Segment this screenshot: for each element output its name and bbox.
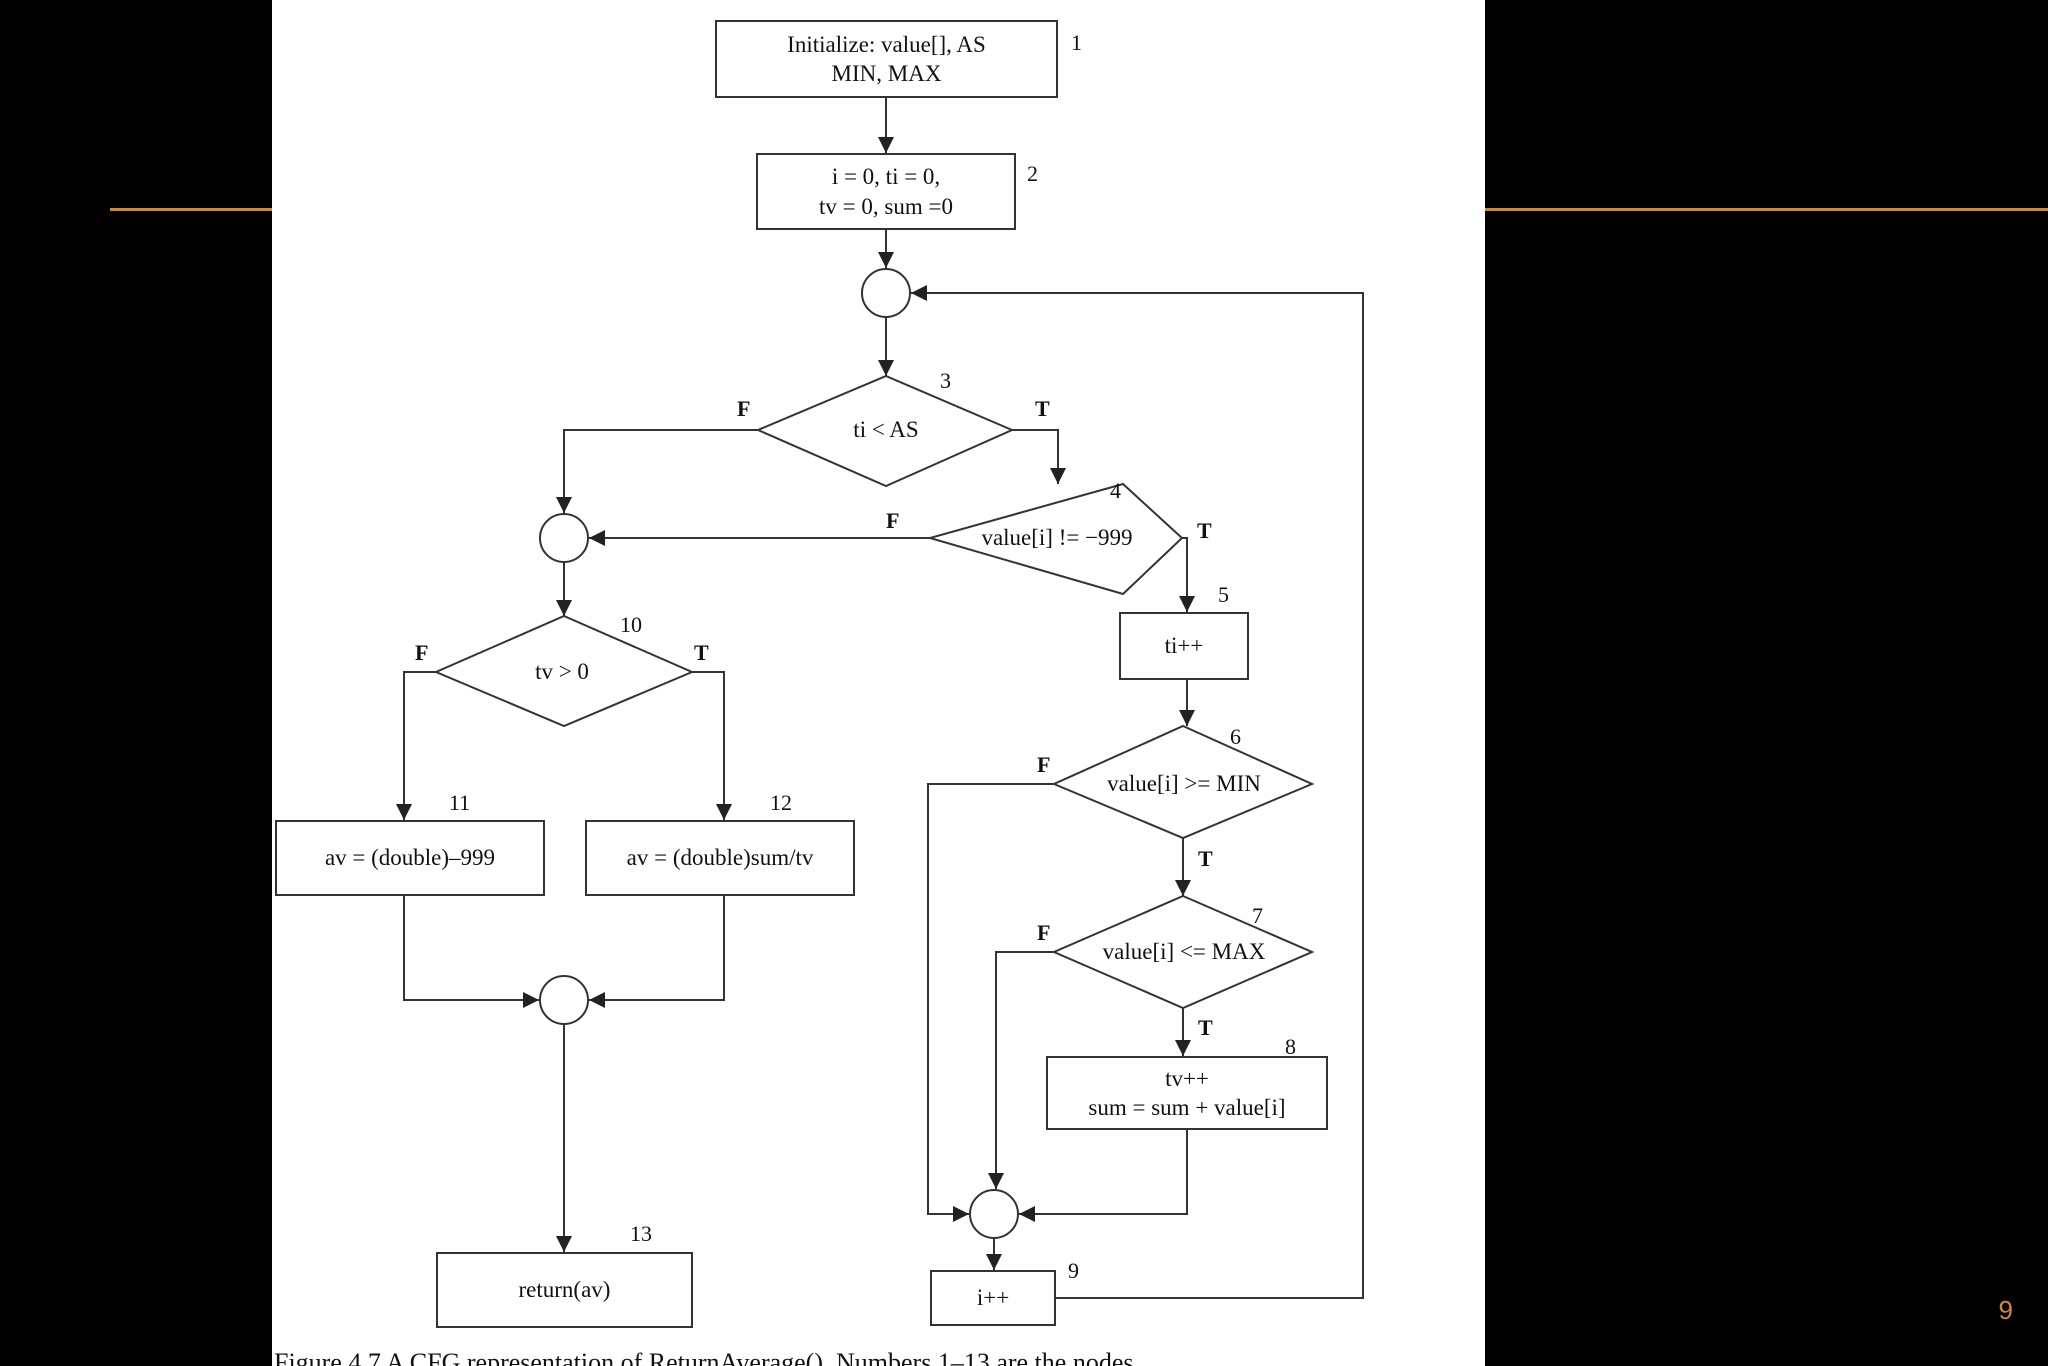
node-8-box: tv++ sum = sum + value[i]: [1046, 1056, 1328, 1130]
node-10-false-label: F: [415, 640, 429, 665]
cfg-edges: [396, 98, 1364, 1299]
node-5-box: ti++: [1119, 612, 1249, 680]
node-2-number: 2: [1027, 161, 1038, 186]
node-11-number: 11: [449, 790, 471, 815]
node-3-number: 3: [940, 368, 951, 393]
node-10-true-label: T: [694, 640, 709, 665]
junction-return: [539, 975, 589, 1025]
node-6-false-label: F: [1037, 752, 1051, 777]
junction-increment: [969, 1189, 1019, 1239]
node-12-number: 12: [770, 790, 792, 815]
title-rule-right: [1485, 208, 2048, 211]
node-3-true-label: T: [1035, 396, 1050, 421]
node-7-number: 7: [1252, 903, 1263, 928]
node-10-number: 10: [620, 612, 642, 637]
title-rule-left: [110, 208, 272, 211]
node-11-box: av = (double)–999: [275, 820, 545, 896]
node-10-shape: [433, 614, 695, 728]
junction-loop: [861, 268, 911, 318]
page-number: 9: [1998, 1295, 2013, 1325]
node-6-number: 6: [1230, 724, 1241, 749]
figure-caption: Figure 4.7 A CFG representation of Retur…: [274, 1348, 1134, 1366]
junction-exit: [539, 513, 589, 563]
node-9-number: 9: [1068, 1258, 1079, 1283]
node-6-label: value[i] >= MIN: [1107, 771, 1261, 796]
node-7-true-label: T: [1198, 1015, 1213, 1040]
node-4-true-label: T: [1197, 518, 1212, 543]
node-1-box: Initialize: value[], AS MIN, MAX: [715, 20, 1058, 98]
node-1-number: 1: [1071, 30, 1082, 55]
node-13-box: return(av): [436, 1252, 693, 1328]
node-9-box: i++: [930, 1270, 1056, 1326]
node-12-box: av = (double)sum/tv: [585, 820, 855, 896]
node-10-label: tv > 0: [535, 659, 589, 684]
node-4-label: value[i] != −999: [981, 525, 1133, 550]
node-13-number: 13: [630, 1221, 652, 1246]
node-2-box: i = 0, ti = 0, tv = 0, sum =0: [756, 153, 1016, 230]
node-7-label: value[i] <= MAX: [1102, 939, 1266, 964]
node-4-false-label: F: [886, 508, 900, 533]
node-3-false-label: F: [737, 396, 751, 421]
cfg-figure: Initialize: value[], AS MIN, MAX i = 0, …: [272, 0, 1485, 1366]
node-4-number: 4: [1110, 478, 1121, 503]
node-3-shape: [755, 374, 1015, 488]
node-6-true-label: T: [1198, 846, 1213, 871]
node-5-number: 5: [1218, 582, 1229, 607]
node-7-false-label: F: [1037, 920, 1051, 945]
node-8-number: 8: [1285, 1034, 1296, 1059]
node-4-shape: [926, 482, 1184, 596]
node-3-label: ti < AS: [853, 417, 919, 442]
